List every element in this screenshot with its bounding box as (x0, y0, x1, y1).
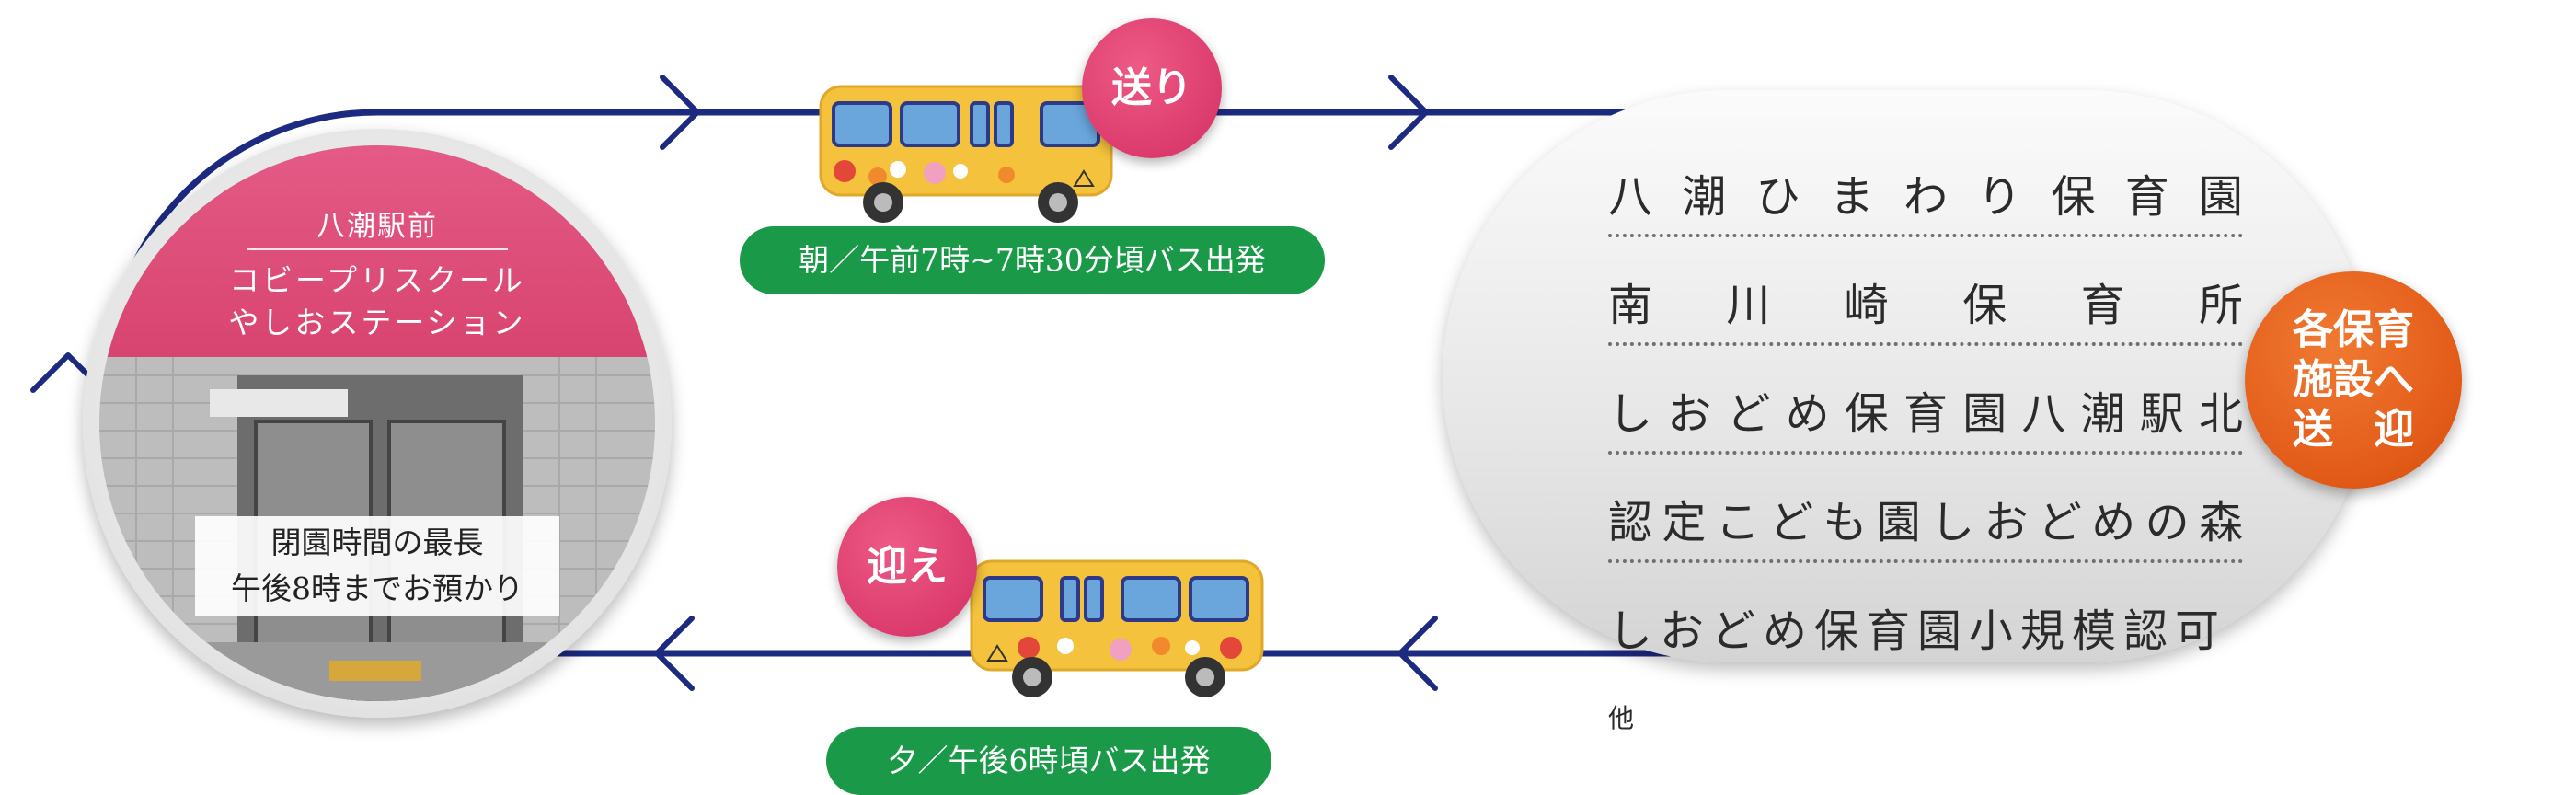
facility-item: 八潮ひまわり保育園 (1608, 156, 2243, 237)
station-name: 八潮駅前 (316, 210, 438, 243)
closing-hours-box: 閉園時間の最長 午後8時までお預かり (195, 516, 559, 616)
banner-divider (247, 248, 508, 250)
pickup-time-pill: 夕／午後6時頃バス出発 (826, 727, 1271, 795)
school-name-line1: コビープリスクール (228, 262, 526, 298)
transport-badge: 各保育 施設へ 送 迎 (2245, 271, 2462, 489)
facilities-panel: 八潮ひまわり保育園 南川崎保育所 しおどめ保育園八潮駅北 認定こども園しおどめの… (1443, 90, 2372, 733)
arrow-top-right (1388, 75, 1429, 150)
facility-item: 認定こども園しおどめの森 (1608, 482, 2243, 563)
facility-name: しおどめ保育園八潮駅北 (1608, 388, 2243, 440)
badge-line2: 施設へ (2293, 356, 2414, 403)
facility-name: しおどめ保育園小規模認可 (1608, 605, 2227, 657)
facility-name: 南川崎保育所 (1608, 280, 2243, 331)
arrow-top-left (660, 75, 700, 150)
facility-name: 八潮ひまわり保育園 (1608, 171, 2243, 223)
bus-icon-send (819, 85, 1113, 223)
badge-line1: 各保育 (2293, 306, 2414, 353)
facility-item: しおどめ保育園八潮駅北 (1608, 374, 2243, 455)
school-name: コビープリスクール やしおステーション (99, 259, 655, 344)
arrow-bottom-left (654, 616, 695, 691)
arrow-bottom-right (1397, 616, 1438, 691)
station-photo-frame: 八潮駅前 コビープリスクール やしおステーション 閉園時間の最長 午後8時までお… (99, 145, 655, 701)
hours-line2: 午後8時までお預かり (231, 570, 523, 606)
school-name-line2: やしおステーション (228, 305, 526, 340)
bus-icon-pickup (970, 559, 1264, 697)
badge-line3: 送 迎 (2293, 406, 2414, 453)
station-circle: 八潮駅前 コビープリスクール やしおステーション 閉園時間の最長 午後8時までお… (83, 129, 672, 718)
facility-suffix: 他 (1608, 703, 1635, 733)
send-label: 送り (1082, 18, 1222, 158)
pickup-label: 迎え (837, 497, 977, 637)
facility-item: しおどめ保育園小規模認可他 (1608, 591, 2243, 733)
hours-line1: 閉園時間の最長 (270, 524, 484, 560)
station-banner: 八潮駅前 コビープリスクール やしおステーション (99, 145, 655, 357)
facility-item: 南川崎保育所 (1608, 265, 2243, 346)
send-time-pill: 朝／午前7時~7時30分頃バス出発 (740, 226, 1325, 294)
facility-name: 認定こども園しおどめの森 (1608, 497, 2243, 548)
